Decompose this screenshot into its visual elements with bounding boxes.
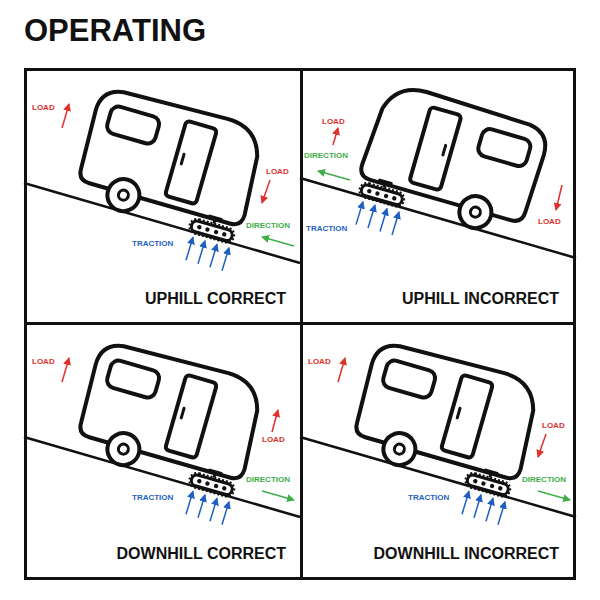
operating-panel: LOAD LOAD DIRECTION TRACTION UPHILL CORRECT — [24, 68, 303, 325]
uphill-correct-scene — [24, 83, 300, 270]
operating-panel: LOAD LOAD DIRECTION TRACTION DOWNHILL INCORR… — [300, 322, 576, 580]
load-arrow — [538, 434, 546, 457]
force-label: TRACTION — [132, 240, 173, 248]
force-label: TRACTION — [306, 225, 347, 233]
force-label: DIRECTION — [246, 222, 290, 230]
force-label: LOAD — [322, 118, 345, 126]
force-label: TRACTION — [408, 494, 449, 502]
force-label: DIRECTION — [522, 476, 566, 484]
direction-arrow — [262, 237, 294, 246]
operating-panel: LOAD LOAD DIRECTION TRACTION DOWNHILL CORREC… — [24, 322, 303, 580]
panel-caption: DOWNHILL CORRECT — [117, 545, 286, 563]
operating-panel: LOAD DIRECTION LOAD TRACTION UPHILL INCORREC… — [300, 68, 576, 325]
direction-arrow — [538, 491, 570, 500]
panel-caption: DOWNHILL INCORRECT — [374, 545, 559, 563]
load-arrow — [272, 410, 278, 432]
panel-caption: UPHILL CORRECT — [145, 290, 286, 308]
force-label: LOAD — [308, 358, 331, 366]
force-label: DIRECTION — [304, 152, 348, 160]
load-arrow — [262, 180, 270, 203]
force-label: DIRECTION — [246, 476, 290, 484]
force-label: LOAD — [32, 358, 55, 366]
page-title: OPERATING — [24, 14, 206, 48]
force-label: LOAD — [542, 422, 565, 430]
force-label: LOAD — [266, 168, 289, 176]
direction-arrow — [262, 491, 294, 500]
uphill-incorrect-scene — [300, 80, 576, 258]
force-label: LOAD — [262, 436, 285, 444]
panel-caption: UPHILL INCORRECT — [402, 290, 559, 308]
downhill-incorrect-scene — [300, 337, 576, 524]
force-label: TRACTION — [132, 494, 173, 502]
downhill-correct-scene — [24, 337, 300, 524]
force-label: LOAD — [538, 218, 561, 226]
force-label: LOAD — [32, 104, 55, 112]
